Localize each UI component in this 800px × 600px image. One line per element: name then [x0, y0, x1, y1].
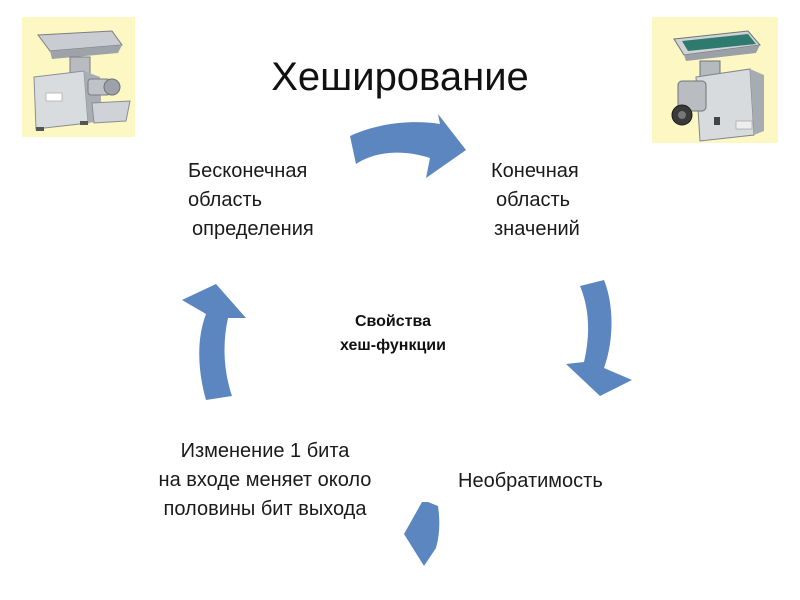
node-line: область [496, 189, 571, 211]
node-line: Конечная [491, 160, 579, 182]
meat-grinder-icon [671, 30, 764, 142]
node-line: значений [494, 218, 580, 240]
meat-grinder-photo-right [652, 17, 778, 143]
arrow-top-icon [350, 114, 466, 178]
arrow-right-icon [566, 280, 632, 396]
center-line: хеш-функции [340, 337, 446, 354]
node-line: на входе меняет около [158, 469, 372, 491]
arrow-bottom-icon [404, 502, 440, 566]
node-irreversibility: Необратимость [458, 467, 603, 496]
node-finite-range: Конечная область значений [491, 157, 580, 244]
node-line: Изменение 1 бита [180, 440, 350, 462]
node-line: Бесконечная [188, 160, 308, 182]
arrow-left-icon [182, 284, 246, 400]
meat-grinder-photo-left [22, 17, 135, 137]
node-line: Необратимость [458, 470, 603, 492]
node-avalanche-effect: Изменение 1 бита на входе меняет около п… [130, 437, 400, 524]
page-title: Хеширование [271, 55, 529, 99]
center-label: Свойства хеш-функции [300, 310, 486, 358]
node-line: область [188, 189, 263, 211]
center-line: Свойства [354, 313, 432, 330]
node-infinite-domain: Бесконечная область определения [188, 157, 314, 244]
meat-grinder-icon [33, 30, 131, 131]
node-line: определения [192, 218, 314, 240]
node-line: половины бит выхода [163, 498, 367, 520]
